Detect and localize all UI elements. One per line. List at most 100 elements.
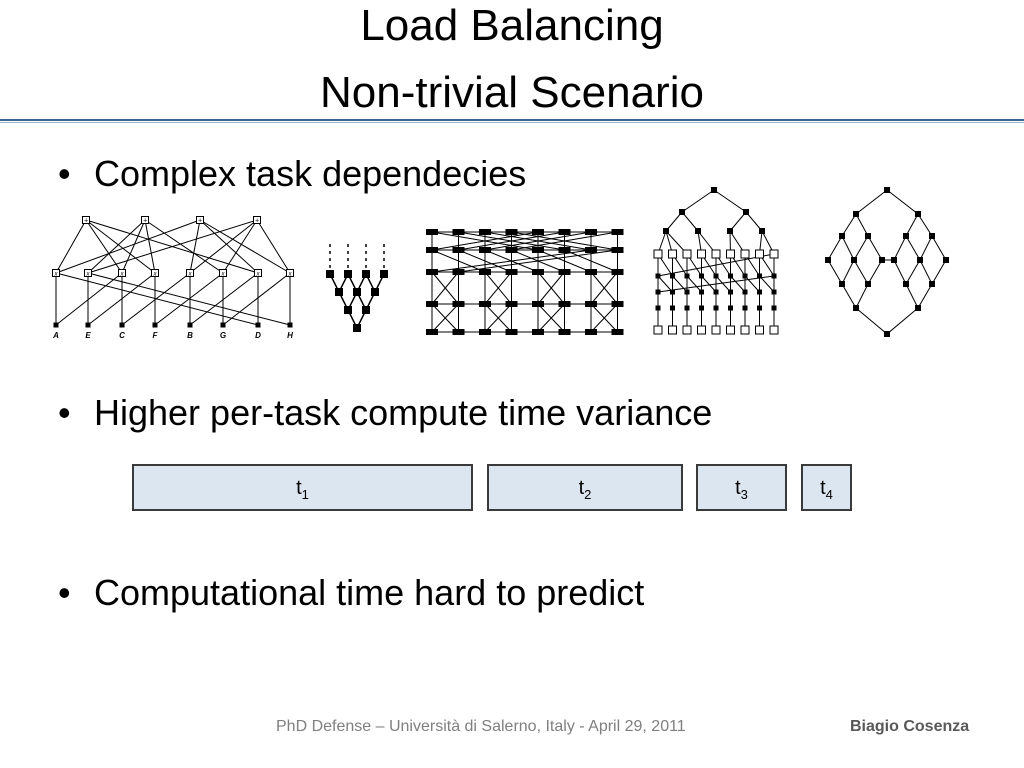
graph-edge: [537, 271, 565, 305]
graph-node-box: [755, 325, 764, 335]
slide-title-line2: Non-trivial Scenario: [320, 68, 704, 117]
graph-op-label: x: [256, 272, 261, 278]
graph-node: [426, 229, 438, 235]
graph-node: [452, 301, 465, 307]
graph-node: [695, 228, 701, 234]
graph-op-label: x: [86, 272, 91, 278]
graph-node: [585, 301, 597, 307]
graph-op-label: x: [120, 272, 125, 278]
graph-node: [85, 322, 91, 328]
graph-edge: [855, 213, 869, 237]
graph-node: [585, 269, 597, 275]
task-letter: t: [296, 477, 302, 499]
graph-node: [670, 305, 675, 311]
graph-node-times: [254, 269, 262, 277]
graph-edge: [484, 303, 512, 333]
graph-edge: [458, 249, 618, 273]
graph-op-label: +: [198, 218, 202, 225]
graph-node: [915, 305, 921, 311]
graph-node: [853, 305, 859, 311]
graph-leaf-label: H: [287, 331, 293, 340]
graph-node: [759, 228, 765, 234]
task-index: 3: [740, 487, 748, 502]
graph-edge: [537, 303, 565, 333]
graph-node: [728, 273, 733, 279]
graph-edge: [681, 189, 715, 213]
graph-edge: [853, 259, 869, 285]
graph-edge: [484, 231, 592, 251]
dag-tree-graph: [326, 244, 388, 332]
graph-node-box: [682, 249, 692, 259]
graph-node-times: [118, 269, 126, 277]
bullet-item-3: •Computational time hard to predict: [58, 572, 644, 614]
graph-node-box: [740, 325, 750, 335]
title-divider-shadow: [0, 122, 1024, 123]
graph-node-plus: [196, 216, 204, 224]
graph-node: [611, 269, 624, 275]
graph-node-box: [682, 325, 692, 335]
graph-node: [426, 301, 438, 307]
bullet-text-2: Higher per-task compute time variance: [94, 392, 713, 433]
footer-event: PhD Defense – Università di Salerno, Ita…: [276, 718, 686, 735]
graph-edge: [715, 275, 731, 293]
graph-edge: [511, 231, 618, 251]
graph-edge: [665, 211, 683, 232]
graph-node: [585, 229, 597, 235]
graph-edge: [144, 219, 156, 274]
graph-edge: [919, 259, 933, 285]
graph-node: [853, 211, 859, 217]
graph-node-box: [769, 249, 779, 259]
graph-node: [335, 288, 343, 296]
graph-edge: [657, 275, 775, 293]
graph-edge: [686, 275, 702, 293]
graph-node: [532, 229, 544, 235]
graph-node-box: [697, 249, 706, 259]
graph-node: [152, 322, 158, 328]
graph-node: [728, 305, 733, 311]
graph-edge: [672, 275, 688, 293]
graph-node: [353, 324, 361, 332]
graph-node: [187, 322, 193, 328]
graph-node-box: [726, 325, 735, 335]
graph-node: [699, 289, 704, 295]
graph-node: [532, 301, 544, 307]
graph-node: [903, 281, 909, 287]
bullet-dot-icon: •: [58, 392, 71, 433]
task-bar-t2: t2: [487, 464, 683, 511]
graph-edge: [905, 259, 921, 285]
graph-edge: [55, 219, 201, 274]
graph-node-times: [84, 269, 92, 277]
footer-author: Biagio Cosenza: [850, 718, 970, 735]
graph-edge: [189, 272, 259, 326]
graph-node: [757, 289, 762, 295]
graph-node: [655, 273, 661, 279]
graph-edge: [827, 259, 843, 285]
graph-node: [728, 289, 733, 295]
graph-node: [711, 187, 717, 193]
graph-node: [611, 329, 624, 335]
graph-op-label: x: [54, 272, 59, 278]
graph-edge: [827, 235, 843, 261]
graph-node: [558, 329, 571, 335]
graph-node: [585, 247, 597, 253]
graph-node: [670, 273, 675, 279]
graph-node: [915, 211, 921, 217]
graph-node: [757, 273, 762, 279]
graph-node-plus: [253, 216, 261, 224]
graph-node: [479, 229, 491, 235]
graph-leaf-label: B: [187, 331, 193, 340]
slide-title-line1: Load Balancing: [360, 1, 664, 50]
graph-node: [479, 269, 491, 275]
graph-node: [505, 301, 518, 307]
graph-node: [713, 305, 719, 311]
graph-edge: [855, 283, 869, 309]
graph-edge: [701, 275, 717, 293]
graph-edge: [917, 283, 933, 309]
graph-op-label: +: [143, 218, 147, 225]
graph-edge: [905, 213, 919, 237]
graph-node: [865, 233, 871, 239]
title-divider: [0, 119, 1024, 121]
bullet-item-1: •Complex task dependecies: [58, 153, 526, 195]
graph-node: [771, 305, 777, 311]
bullet-dot-icon: •: [58, 153, 71, 194]
